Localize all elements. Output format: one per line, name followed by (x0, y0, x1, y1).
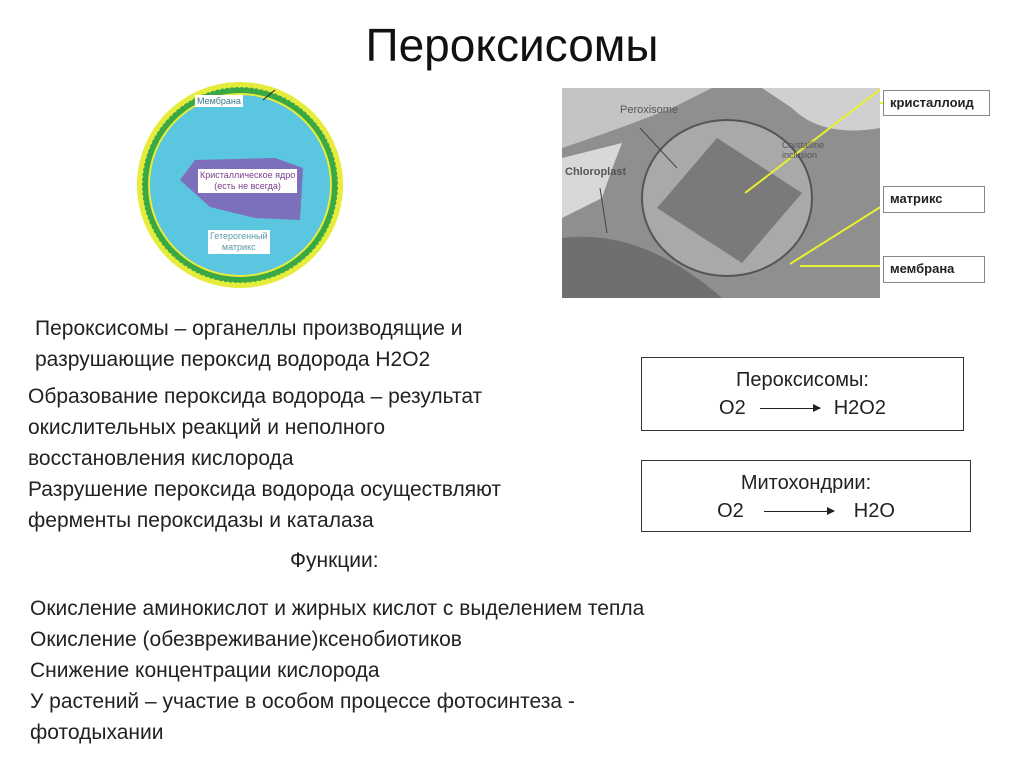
matrix-label: Гетерогенный матрикс (208, 230, 270, 254)
slide-title: Пероксисомы (365, 19, 659, 71)
function-item: Снижение концентрации кислорода (30, 659, 380, 682)
box-title: Митохондрии: (740, 472, 872, 494)
functions-heading: Функции: (290, 549, 379, 572)
matrix-label-line: Гетерогенный (210, 231, 268, 241)
membrane-pointer (262, 89, 276, 101)
formation-line: восстановления кислорода (28, 447, 294, 470)
product: H2O2 (833, 397, 886, 419)
product: H2O (853, 500, 895, 522)
micrograph: Peroxisome Chloroplast Crystalline inclu… (562, 88, 880, 298)
callout-matrix: матрикс (883, 186, 985, 213)
box-title: Пероксисомы: (736, 369, 869, 391)
intro-line: Пероксисомы – органеллы производящие и (35, 317, 463, 340)
micrograph-label-inclusion: Crystalline inclusion (782, 140, 825, 160)
formation-line: ферменты пероксидазы и каталаза (28, 509, 374, 532)
reactant: O2 (717, 500, 744, 522)
reaction-equation: O2 H2O2 (642, 394, 963, 422)
arrow-right-icon (763, 506, 835, 515)
micrograph-label-peroxisome: Peroxisome (620, 104, 679, 116)
core-label-line: (есть не всегда) (214, 181, 281, 191)
reaction-equation: O2 H2O (642, 497, 970, 525)
formation-text: Образование пероксида водорода – результ… (28, 381, 501, 536)
peroxisome-diagram: Мембрана Кристаллическое ядро (есть не в… (135, 80, 345, 290)
function-item: фотодыхании (30, 721, 164, 744)
mitochondria-reaction-box: Митохондрии: O2 H2O (641, 460, 971, 532)
matrix-label-line: матрикс (221, 242, 256, 252)
arrow-right-icon (759, 403, 821, 412)
callout-connector (880, 102, 884, 104)
intro-text: Пероксисомы – органеллы производящие и р… (35, 313, 462, 375)
intro-line: разрушающие пероксид водорода H2O2 (35, 348, 431, 371)
core-label: Кристаллическое ядро (есть не всегда) (198, 169, 298, 193)
callout-crystalloid: кристаллоид (883, 90, 990, 116)
function-item: Окисление аминокислот и жирных кислот с … (30, 597, 645, 620)
micrograph-label-chloroplast: Chloroplast (565, 166, 627, 178)
peroxisome-reaction-box: Пероксисомы: O2 H2O2 (641, 357, 964, 431)
formation-line: Образование пероксида водорода – результ… (28, 385, 483, 408)
formation-line: Разрушение пероксида водорода осуществля… (28, 478, 501, 501)
functions-list: Окисление аминокислот и жирных кислот с … (30, 593, 644, 748)
function-item: У растений – участие в особом процессе ф… (30, 690, 575, 713)
core-label-line: Кристаллическое ядро (200, 170, 296, 180)
reactant: O2 (719, 397, 746, 419)
membrane-label: Мембрана (195, 95, 243, 107)
callout-membrane: мембрана (883, 256, 985, 283)
formation-line: окислительных реакций и неполного (28, 416, 386, 439)
function-item: Окисление (обезвреживание)ксенобиотиков (30, 628, 462, 651)
